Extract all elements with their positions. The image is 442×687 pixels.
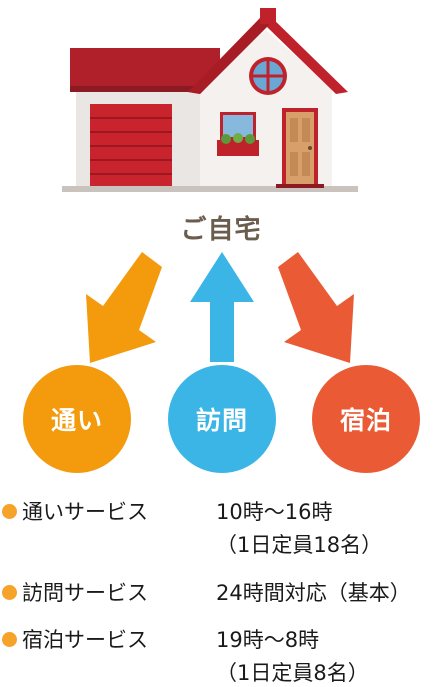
arrow-down-right-icon: [278, 252, 354, 363]
bullet-icon: [2, 585, 17, 600]
house-icon: [62, 8, 358, 192]
arrow-down-left-icon: [86, 252, 162, 363]
arrow-up-icon: [190, 252, 254, 362]
service-hours: 19時〜8時: [216, 628, 320, 652]
circle-houmon: 訪問: [168, 365, 276, 473]
circle-shukuhaku: 宿泊: [312, 365, 420, 473]
service-hours: 10時〜16時: [216, 500, 333, 524]
service-capacity: （1日定員18名）: [216, 533, 383, 557]
arrows-group: [86, 252, 354, 363]
service-hours: 24時間対応（基本）: [216, 581, 411, 605]
bullet-icon: [2, 632, 17, 647]
service-capacity: （1日定員8名）: [216, 661, 369, 685]
circle-label-houmon: 訪問: [195, 406, 248, 435]
circle-kayoi: 通い: [23, 365, 131, 473]
service-name: 通いサービス: [22, 500, 148, 524]
home-label: ご自宅: [180, 215, 262, 245]
service-name: 宿泊サービス: [22, 628, 148, 652]
circle-label-shukuhaku: 宿泊: [339, 406, 392, 435]
circle-label-kayoi: 通い: [50, 406, 103, 435]
bullet-icon: [2, 504, 17, 519]
service-name: 訪問サービス: [22, 581, 148, 605]
